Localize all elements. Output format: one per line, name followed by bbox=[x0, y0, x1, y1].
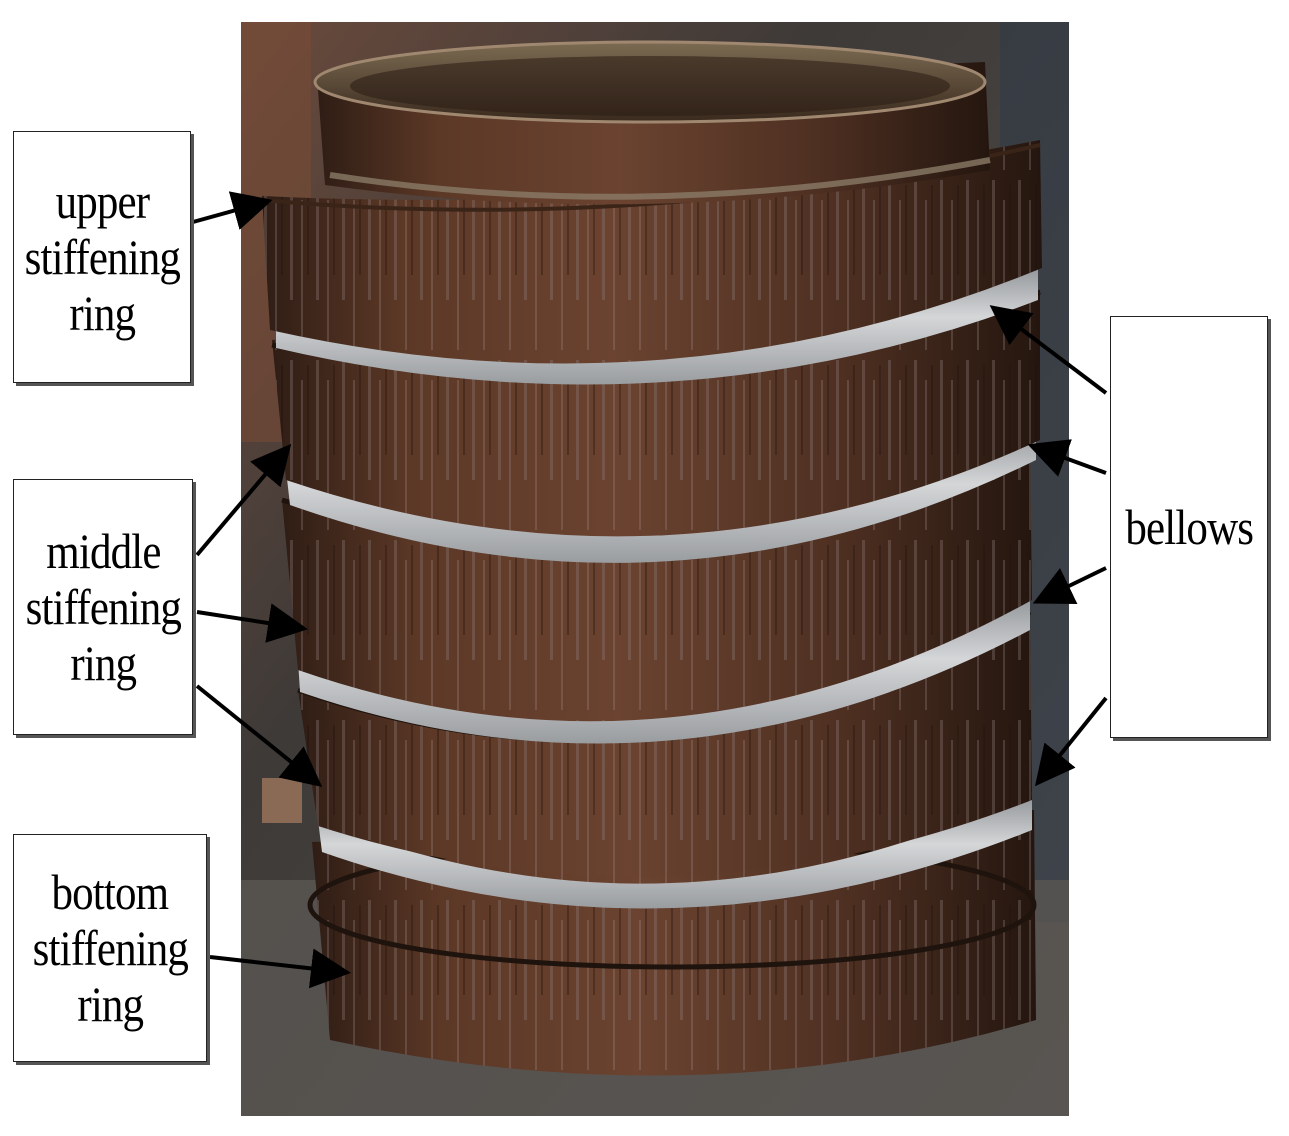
arrow-middle-ring-2 bbox=[196, 603, 308, 643]
label-line: stiffening bbox=[24, 229, 180, 285]
upper-stiffening-ring-label: upper stiffening ring bbox=[13, 131, 191, 383]
arrow-bellows-1 bbox=[989, 305, 1108, 395]
middle-stiffening-ring-label: middle stiffening ring bbox=[13, 479, 193, 735]
bellows-convolution-4 bbox=[318, 792, 1032, 909]
label-line: stiffening bbox=[32, 920, 188, 976]
bellows-convolution-3 bbox=[298, 590, 1030, 744]
upper-ring-shape bbox=[261, 140, 1042, 364]
label-line: bottom bbox=[51, 864, 170, 920]
arrow-bellows-4 bbox=[1034, 696, 1108, 787]
bellows-label: bellows bbox=[1110, 316, 1268, 738]
bottom-stiffening-ring-label: bottom stiffening ring bbox=[13, 834, 207, 1062]
arrow-bottom-ring bbox=[209, 948, 351, 989]
arrow-bellows-2 bbox=[1027, 439, 1107, 477]
label-line: bellows bbox=[1125, 499, 1254, 555]
top-flange-shape bbox=[313, 40, 991, 205]
label-line: ring bbox=[77, 976, 144, 1032]
arrow-middle-ring-3 bbox=[195, 684, 323, 788]
arrow-bellows-3 bbox=[1032, 566, 1107, 605]
bellows-convolution-2 bbox=[286, 420, 1036, 563]
label-line: stiffening bbox=[25, 579, 181, 635]
label-line: upper bbox=[55, 173, 149, 229]
label-line: ring bbox=[70, 635, 137, 691]
arrow-upper-ring bbox=[192, 191, 273, 230]
arrow-middle-ring-1 bbox=[195, 443, 292, 557]
label-line: ring bbox=[69, 285, 136, 341]
label-line: middle bbox=[45, 523, 161, 579]
